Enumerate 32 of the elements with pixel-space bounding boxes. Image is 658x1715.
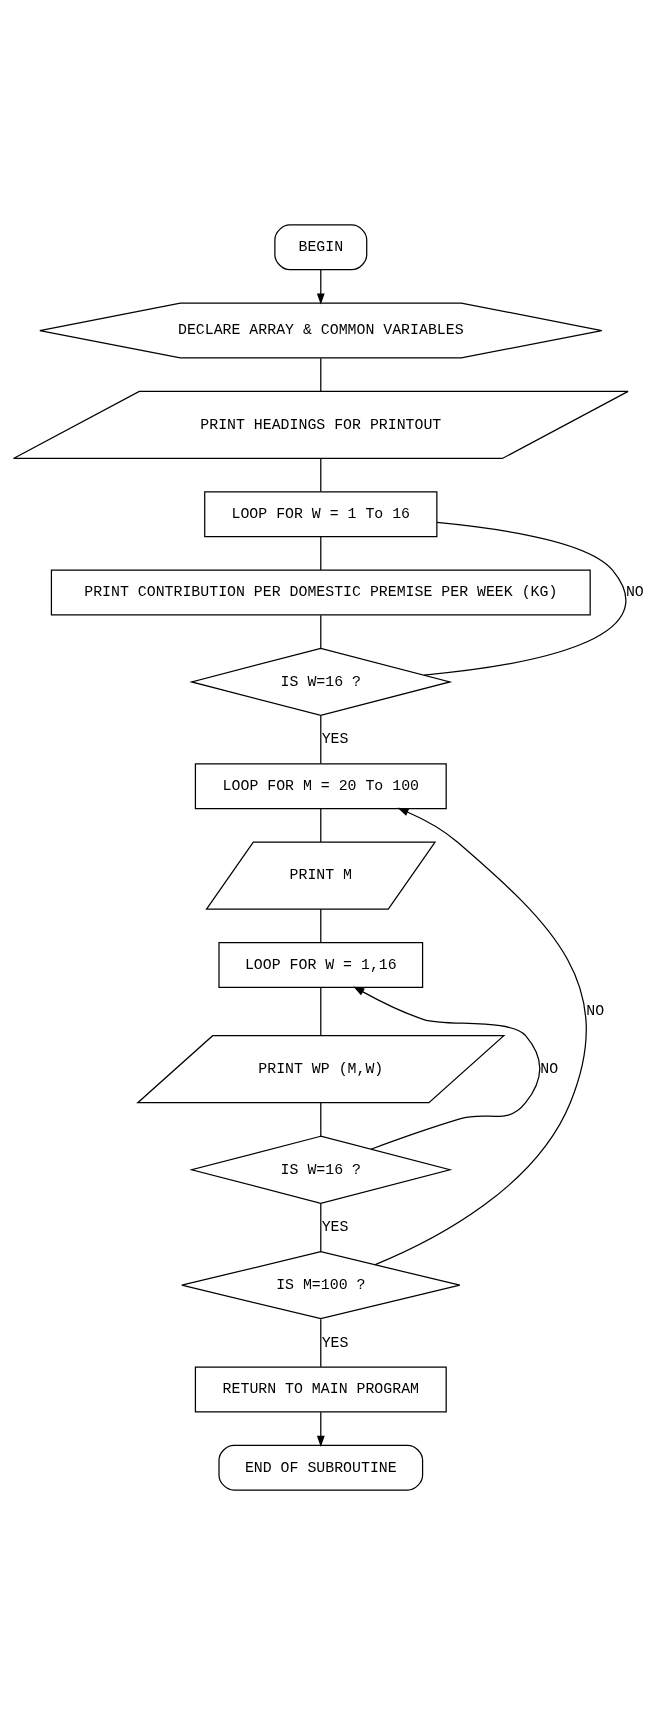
node-box: LOOP FOR W = 1,16	[218, 941, 424, 988]
connector	[320, 1102, 322, 1137]
node-box: BEGIN	[274, 224, 368, 271]
connector	[423, 521, 627, 676]
node-box: PRINT CONTRIBUTION PER DOMESTIC PREMISE PER WEEK (KG)	[50, 569, 591, 616]
connector	[320, 1318, 322, 1368]
edge-label: NO	[586, 1003, 605, 1020]
edge-label: YES	[321, 1219, 349, 1236]
connector	[320, 908, 322, 943]
edge-label: YES	[321, 1334, 349, 1351]
node-diamond: IS W=16 ?	[189, 1135, 453, 1204]
arrow	[374, 807, 587, 1266]
arrow	[316, 1411, 325, 1448]
connector	[320, 357, 322, 392]
connector	[320, 457, 322, 493]
edge-label: NO	[540, 1061, 559, 1078]
node-box: LOOP FOR W = 1 To 16	[204, 491, 438, 538]
connector	[320, 987, 322, 1037]
edge-label: NO	[625, 584, 644, 601]
connector	[320, 715, 322, 765]
arrow	[353, 986, 541, 1150]
connector	[320, 536, 322, 571]
connector	[320, 808, 322, 843]
connector	[320, 614, 322, 649]
node-box: END OF SUBROUTINE	[218, 1444, 424, 1491]
arrow	[316, 269, 325, 305]
connector	[320, 1203, 322, 1252]
node-diamond: IS W=16 ?	[189, 647, 453, 717]
node-box: LOOP FOR M = 20 To 100	[194, 763, 447, 810]
edge-label: YES	[321, 731, 349, 748]
node-diamond: IS M=100 ?	[181, 1251, 461, 1320]
node-box: RETURN TO MAIN PROGRAM	[194, 1366, 447, 1413]
